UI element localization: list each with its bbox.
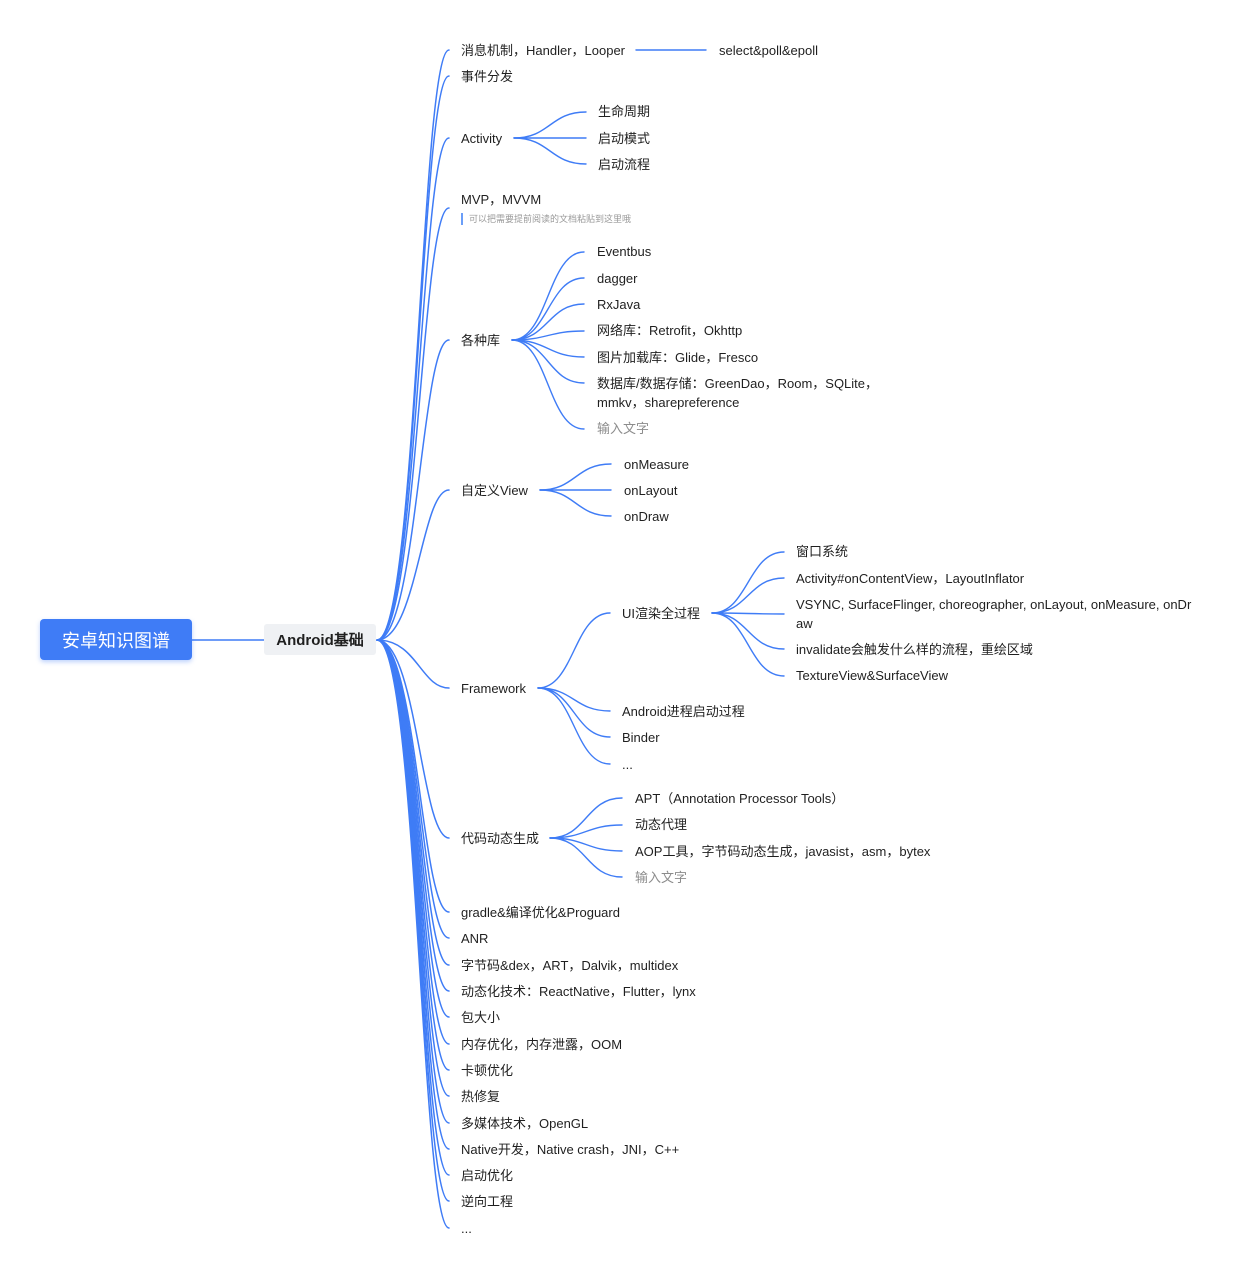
subtopic-select-poll[interactable]: select&poll&epoll [719, 43, 819, 58]
topic-jank[interactable]: 卡顿优化 [461, 1063, 514, 1078]
leaf-window-system[interactable]: 窗口系统 [796, 544, 849, 559]
connector-line-43 [711, 612, 785, 650]
connector-line-38 [537, 687, 611, 738]
topic-message-mechanism[interactable]: 消息机制，Handler，Looper [461, 43, 626, 58]
topic-bytecode[interactable]: 字节码&dex，ART，Dalvik，multidex [461, 958, 679, 973]
topic-activity[interactable]: Activity [461, 131, 503, 146]
connector-line-26 [511, 251, 585, 341]
connector-line-25 [513, 137, 587, 165]
connector-line-40 [711, 551, 785, 614]
subtopic-dagger[interactable]: dagger [597, 271, 638, 286]
topic-mvp-mvvm[interactable]: MVP，MVVM [461, 192, 542, 207]
leaf-invalidate[interactable]: invalidate会触发什么样的流程，重绘区域 [796, 642, 1033, 657]
subtopic-dynamic-proxy[interactable]: 动态代理 [635, 817, 688, 832]
subtopic-eventbus[interactable]: Eventbus [597, 244, 652, 259]
subtopic-process-start[interactable]: Android进程启动过程 [622, 704, 745, 719]
connector-line-28 [511, 303, 585, 341]
topic-memory[interactable]: 内存优化，内存泄露，OOM [461, 1037, 623, 1052]
subtopic-storage-lib[interactable]: 数据库/数据存储：GreenDao，Room，SQLite，mmkv，share… [597, 376, 879, 410]
topic-package-size[interactable]: 包大小 [461, 1010, 501, 1025]
subtopic-rxjava[interactable]: RxJava [597, 297, 641, 312]
connector-line-45 [549, 797, 623, 839]
topic-code-generation[interactable]: 代码动态生成 [461, 831, 540, 846]
subtopic-network-lib[interactable]: 网络库：Retrofit，Okhttp [597, 323, 743, 338]
connector-line-3 [376, 137, 450, 641]
connector-line-31 [511, 339, 585, 384]
subtopic-input-placeholder-2[interactable]: 输入文字 [635, 870, 688, 885]
subtopic-ui-render[interactable]: UI渲染全过程 [622, 606, 701, 621]
connector-line-35 [539, 489, 612, 517]
leaf-texture-surface[interactable]: TextureView&SurfaceView [796, 668, 948, 683]
subtopic-onmeasure[interactable]: onMeasure [624, 457, 690, 472]
connector-line-42 [711, 612, 785, 615]
topic-libraries[interactable]: 各种库 [461, 333, 501, 348]
connector-line-21 [376, 639, 450, 1229]
topic-anr[interactable]: ANR [461, 931, 489, 946]
connector-line-46 [549, 824, 623, 839]
topic-hotfix[interactable]: 热修复 [461, 1089, 501, 1104]
connector-line-33 [539, 463, 612, 491]
root-node[interactable]: 安卓知识图谱 [40, 619, 192, 660]
topic-reverse-eng[interactable]: 逆向工程 [461, 1194, 514, 1209]
topic-event-dispatch[interactable]: 事件分发 [461, 69, 514, 84]
connector-line-7 [376, 639, 450, 689]
topic-framework[interactable]: Framework [461, 681, 527, 696]
connector-line-41 [711, 577, 785, 614]
leaf-vsync[interactable]: VSYNC, SurfaceFlinger, choreographer, on… [796, 597, 1192, 631]
topic-dynamic-tech[interactable]: 动态化技术：ReactNative，Flutter，lynx [461, 984, 696, 999]
connector-line-27 [511, 277, 585, 341]
subtopic-aop[interactable]: AOP工具，字节码动态生成，javasist，asm，bytex [635, 844, 931, 859]
subtopic-input-placeholder[interactable]: 输入文字 [597, 421, 650, 436]
connector-line-37 [537, 687, 611, 712]
connector-line-5 [376, 339, 450, 641]
connector-line-48 [549, 837, 623, 878]
topic-more[interactable]: ... [461, 1221, 472, 1236]
connector-line-30 [511, 339, 585, 358]
subtopic-framework-more[interactable]: ... [622, 757, 633, 772]
subtopic-binder[interactable]: Binder [622, 730, 660, 745]
connector-line-44 [711, 612, 785, 677]
topic-gradle[interactable]: gradle&编译优化&Proguard [461, 905, 620, 920]
connector-line-23 [513, 111, 587, 139]
connector-line-4 [376, 207, 450, 641]
topic-startup-opt[interactable]: 启动优化 [461, 1168, 514, 1183]
connector-line-2 [376, 75, 450, 641]
subtopic-launch-mode[interactable]: 启动模式 [598, 131, 651, 146]
connector-line-6 [376, 489, 450, 641]
subtopic-onlayout[interactable]: onLayout [624, 483, 678, 498]
subtopic-lifecycle[interactable]: 生命周期 [598, 104, 651, 119]
leaf-content-view[interactable]: Activity#onContentView，LayoutInflator [796, 571, 1025, 586]
connector-line-1 [376, 49, 450, 641]
subtopic-apt[interactable]: APT（Annotation Processor Tools） [635, 791, 845, 806]
connector-line-36 [537, 612, 611, 689]
topic-native[interactable]: Native开发，Native crash，JNI，C++ [461, 1142, 680, 1157]
connector-line-39 [537, 687, 611, 765]
subtopic-launch-flow[interactable]: 启动流程 [598, 157, 651, 172]
subtopic-ondraw[interactable]: onDraw [624, 509, 669, 524]
topic-multimedia[interactable]: 多媒体技术，OpenGL [461, 1116, 589, 1131]
connector-line-32 [511, 339, 585, 430]
topic-custom-view[interactable]: 自定义View [461, 483, 528, 498]
topic-note: 可以把需要提前阅读的文档粘贴到这里哦 [461, 213, 631, 225]
connector-line-8 [376, 639, 450, 839]
connector-line-47 [549, 837, 623, 852]
subtopic-image-lib[interactable]: 图片加载库：Glide，Fresco [597, 350, 759, 365]
android-basics-node[interactable]: Android基础 [264, 624, 376, 655]
connector-line-17 [376, 639, 450, 1124]
